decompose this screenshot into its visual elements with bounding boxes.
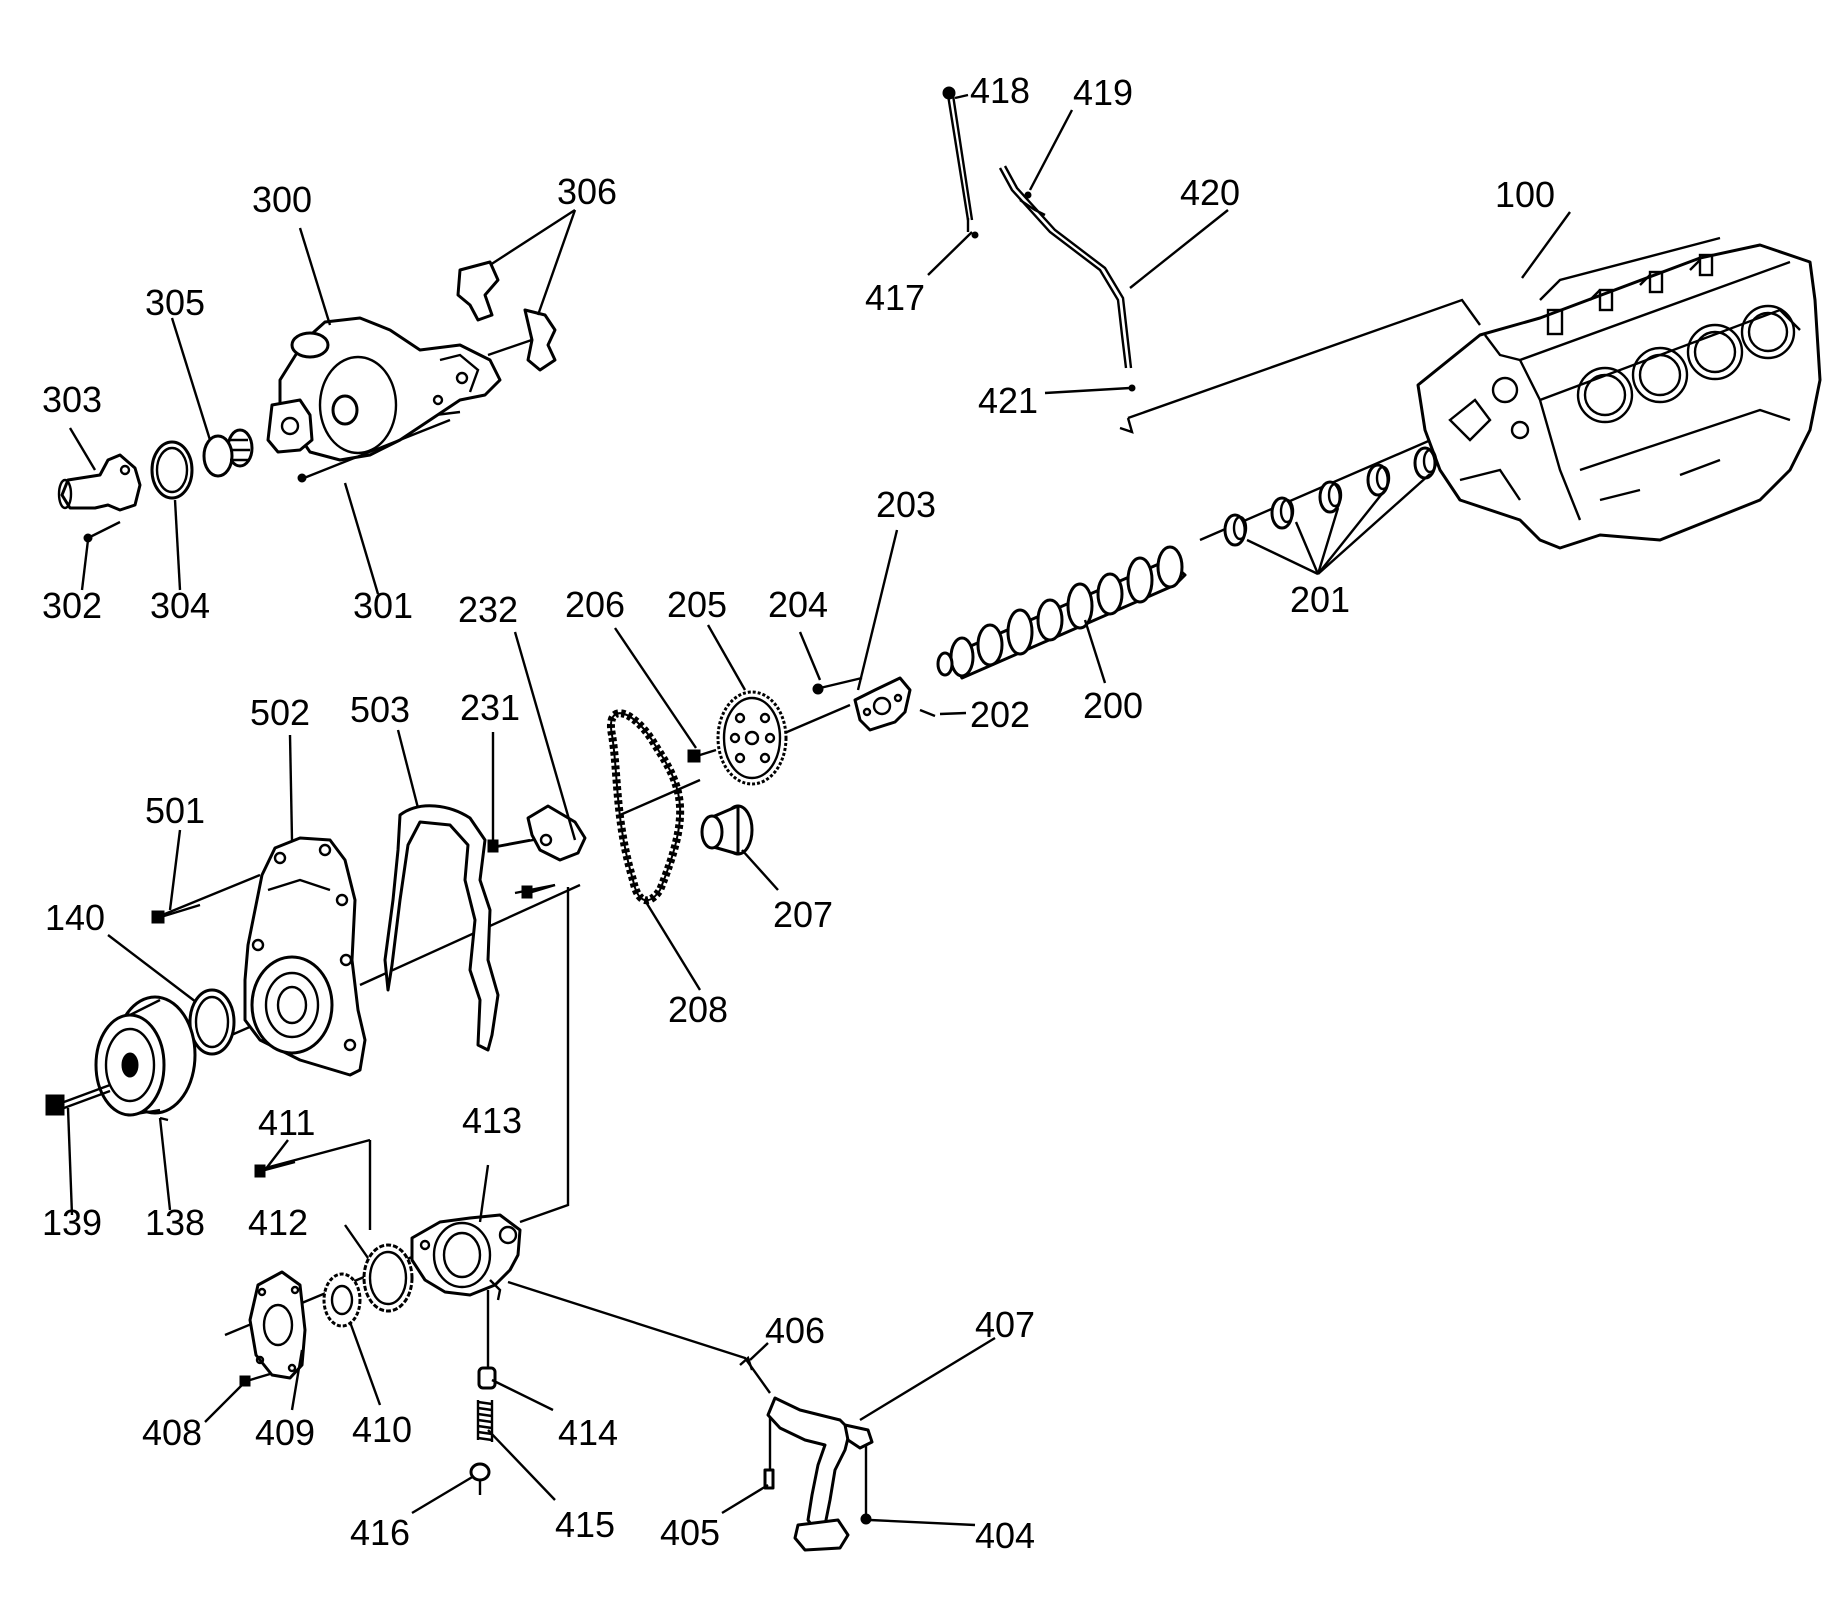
label-420: 420 <box>1180 172 1240 213</box>
oil-pump <box>410 1213 522 1301</box>
label-503: 503 <box>350 689 410 730</box>
label-139: 139 <box>42 1202 102 1243</box>
oil-pump-screen-bolt <box>763 1468 775 1490</box>
label-301: 301 <box>353 585 413 626</box>
label-300: 300 <box>252 179 312 220</box>
oil-pump-cover-bolt <box>239 1372 271 1387</box>
engine-front-cover <box>243 836 367 1077</box>
label-231: 231 <box>460 687 520 728</box>
label-304: 304 <box>150 585 210 626</box>
label-203: 203 <box>876 484 936 525</box>
label-408: 408 <box>142 1412 202 1453</box>
oil-level-indicator <box>942 86 979 239</box>
oil-pump-screen-nut <box>860 1513 872 1525</box>
label-232: 232 <box>458 589 518 630</box>
sprocket-bolt <box>687 748 717 763</box>
label-138: 138 <box>145 1202 205 1243</box>
camshaft-bearings <box>1223 446 1438 547</box>
tensioner-bolts <box>487 838 556 899</box>
label-412: 412 <box>248 1202 308 1243</box>
crankshaft-balancer <box>94 995 197 1117</box>
pressure-relief-spring <box>476 1400 494 1442</box>
label-202: 202 <box>970 694 1030 735</box>
oil-pump-cover <box>248 1270 307 1380</box>
pressure-relief-plug <box>469 1462 491 1482</box>
label-410: 410 <box>352 1409 412 1450</box>
label-415: 415 <box>555 1504 615 1545</box>
label-404: 404 <box>975 1515 1035 1556</box>
label-406: 406 <box>765 1310 825 1351</box>
label-407: 407 <box>975 1304 1035 1345</box>
pressure-relief-valve <box>477 1366 497 1390</box>
label-303: 303 <box>42 379 102 420</box>
label-204: 204 <box>768 584 828 625</box>
label-100: 100 <box>1495 174 1555 215</box>
label-416: 416 <box>350 1512 410 1553</box>
oil-pump-inner-rotor <box>322 1272 362 1328</box>
camshaft <box>936 545 1187 680</box>
label-501: 501 <box>145 790 205 831</box>
crankshaft-front-seal <box>188 988 236 1056</box>
camshaft-retainer-plate <box>853 676 912 732</box>
label-502: 502 <box>250 692 310 733</box>
thermostat <box>202 428 254 478</box>
label-302: 302 <box>42 585 102 626</box>
label-409: 409 <box>255 1412 315 1453</box>
label-200: 200 <box>1083 685 1143 726</box>
label-419: 419 <box>1073 72 1133 113</box>
front-cover-gasket <box>383 804 500 1052</box>
water-pump-gaskets <box>456 260 557 372</box>
oil-level-indicator-tube <box>998 165 1136 392</box>
balancer-bolt <box>45 1083 111 1116</box>
callout-leader-lines <box>66 93 1571 1527</box>
label-417: 417 <box>865 277 925 318</box>
timing-chain <box>606 709 685 905</box>
engine-block <box>1416 236 1822 550</box>
label-140: 140 <box>45 897 105 938</box>
label-205: 205 <box>667 584 727 625</box>
label-208: 208 <box>668 989 728 1030</box>
thermostat-seal <box>150 440 194 500</box>
thermostat-housing <box>57 453 142 512</box>
label-411: 411 <box>258 1102 315 1143</box>
label-207: 207 <box>773 894 833 935</box>
label-418: 418 <box>970 70 1030 111</box>
thermostat-housing-bolt <box>83 520 121 543</box>
oil-pump-bolt <box>254 1160 296 1178</box>
label-413: 413 <box>462 1100 522 1141</box>
label-206: 206 <box>565 584 625 625</box>
camshaft-pin <box>919 708 936 718</box>
label-305: 305 <box>145 282 205 323</box>
crankshaft-sprocket <box>700 804 754 856</box>
water-pump-bolt <box>297 418 451 483</box>
label-306: 306 <box>557 171 617 212</box>
camshaft-sprocket <box>716 690 788 786</box>
oil-pump-screen-tube <box>739 1355 874 1552</box>
oil-pump-outer-rotor <box>362 1243 414 1313</box>
label-421: 421 <box>978 380 1038 421</box>
callout-labels: 100 138 139 140 200 201 202 203 204 205 … <box>42 70 1555 1556</box>
front-cover-bolt <box>151 903 201 924</box>
label-414: 414 <box>558 1412 618 1453</box>
water-pump <box>266 316 502 462</box>
label-405: 405 <box>660 1512 720 1553</box>
timing-chain-tensioner <box>526 804 587 862</box>
label-201: 201 <box>1290 579 1350 620</box>
retainer-bolt <box>812 676 863 695</box>
